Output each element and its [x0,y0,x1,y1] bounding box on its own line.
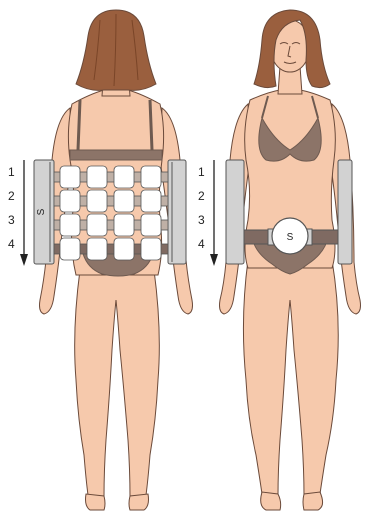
front-direction-arrow [210,160,218,266]
front-row-number-4: 4 [198,237,205,251]
back-pad-r2-c1 [60,190,80,212]
back-feet [86,494,149,510]
front-row-number-1: 1 [198,165,205,179]
back-pad-r3-c3 [114,214,134,236]
front-row-number-2: 2 [198,189,205,203]
back-pad-r3-c4 [141,214,161,236]
back-pad-r4-c3 [114,238,134,260]
back-pad-r2-c3 [114,190,134,212]
front-feet [261,492,323,510]
front-device-label: S [287,232,294,243]
back-pad-r4-c2 [87,238,107,260]
back-pad-r2-c4 [141,190,161,212]
back-direction-arrow [20,160,28,266]
back-device-right-panel [168,160,186,264]
back-pad-r3-c1 [60,214,80,236]
front-row-number-3: 3 [198,213,205,227]
back-pad-r3-c2 [87,214,107,236]
back-pad-r4-c1 [60,238,80,260]
back-row-number-1: 1 [8,165,15,179]
back-pad-r1-c2 [87,166,107,188]
front-device-right-panel [338,160,352,264]
back-row-number-4: 4 [8,237,15,251]
back-pad-r2-c2 [87,190,107,212]
back-row-number-3: 3 [8,213,15,227]
back-row-number-2: 2 [8,189,15,203]
front-device-left-panel [226,160,244,264]
back-pad-r4-c4 [141,238,161,260]
back-pad-r1-c4 [141,166,161,188]
front-row-numbers: 1 2 3 4 [198,165,205,251]
back-pad-r1-c1 [60,166,80,188]
back-device-label: S [36,208,47,215]
back-legs [75,270,160,497]
front-legs [243,260,338,496]
back-pad-r1-c3 [114,166,134,188]
back-row-numbers: 1 2 3 4 [8,165,15,251]
back-bikini-top [70,150,162,160]
